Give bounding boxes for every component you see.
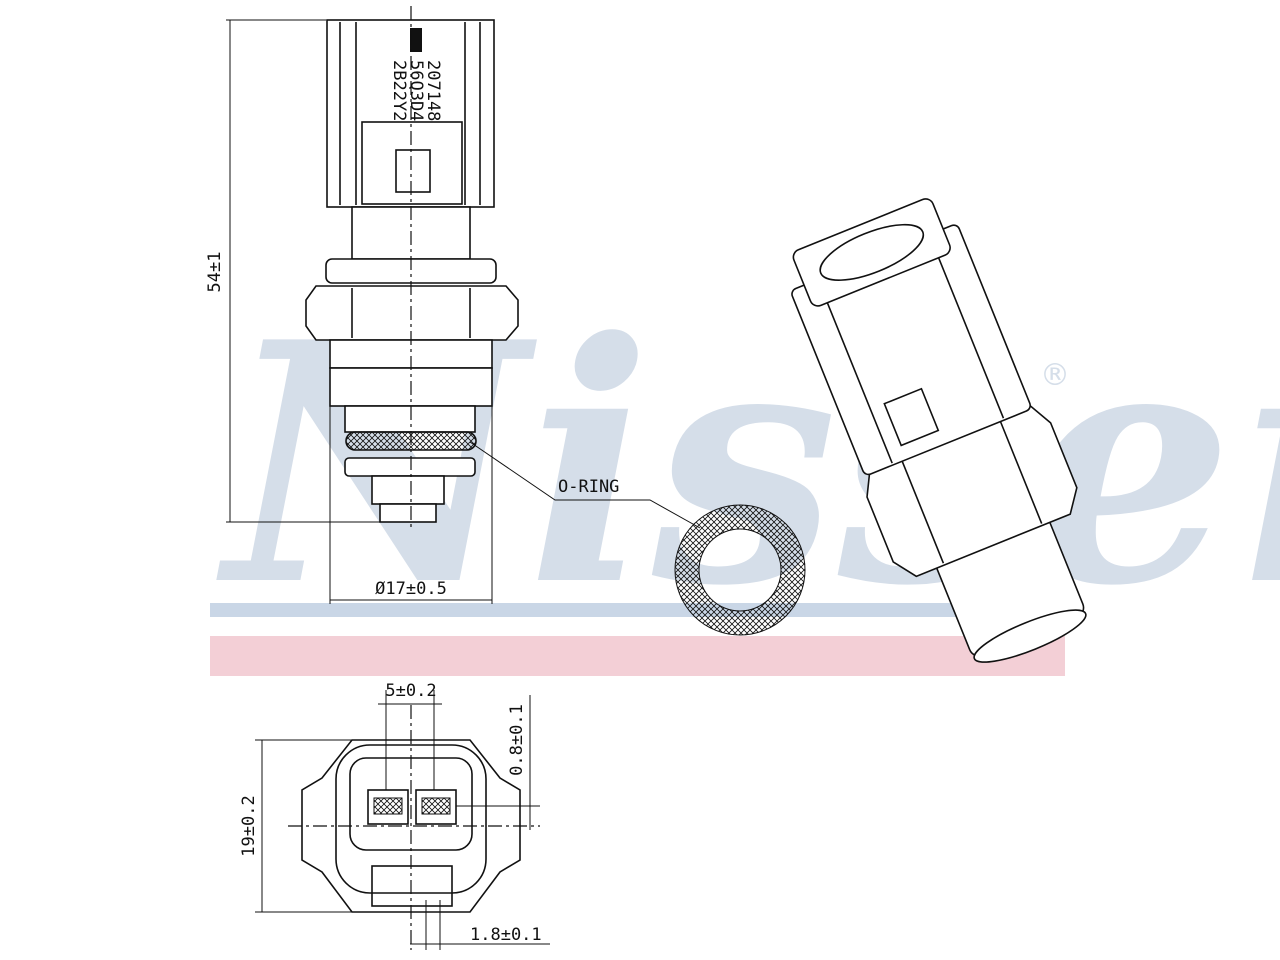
o-ring-detail [469, 441, 806, 636]
connector-end-view [255, 690, 550, 950]
marking-line-2: 56Q3D4 [406, 60, 426, 121]
dim-diameter-label: Ø17±0.5 [375, 579, 447, 599]
dim-length-label: 54±1 [205, 252, 225, 293]
o-ring-label: O-RING [558, 477, 619, 497]
marking-line-1: 207148 [423, 60, 443, 121]
brand-band-pink [210, 636, 1065, 676]
dim-body-width-label: 19±0.2 [239, 795, 259, 856]
dim-pin-width-label: 1.8±0.1 [470, 925, 542, 945]
brand-band-blue [210, 603, 1050, 617]
sensor-side-view [226, 6, 519, 604]
dim-pin-spacing-label: 5±0.2 [385, 681, 436, 701]
dim-pin-offset-label: 0.8±0.1 [507, 704, 527, 776]
marking-line-3: 2B22Y2 [389, 60, 409, 121]
registered-mark: ® [1040, 358, 1070, 393]
sensor-3d-view [791, 198, 1087, 663]
